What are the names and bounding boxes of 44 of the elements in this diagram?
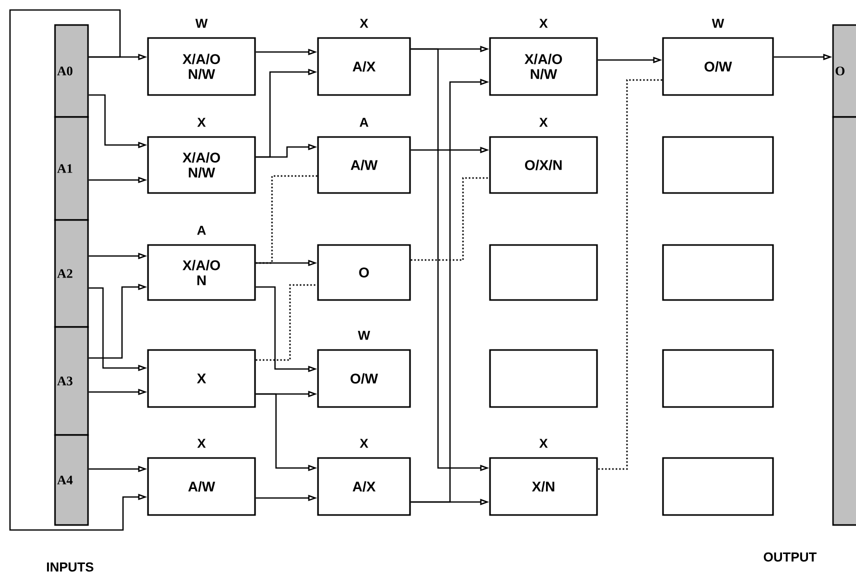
empty-box <box>489 349 598 408</box>
empty-box <box>662 349 774 408</box>
logic-box: A/X <box>317 457 411 516</box>
empty-box <box>662 136 774 194</box>
logic-box: A/W <box>317 136 411 194</box>
box-label: X <box>539 118 548 127</box>
box-label: X <box>539 18 548 28</box>
box-label: X <box>360 18 368 28</box>
dotted-line <box>256 284 318 361</box>
box-label: A <box>360 118 368 127</box>
input-cell: A4 <box>54 434 89 526</box>
empty-box <box>662 244 774 301</box>
box-label: X <box>539 438 548 448</box>
logic-box: X/N <box>489 457 598 516</box>
box-label: W <box>712 18 724 28</box>
caption-label: INPUTS <box>47 562 94 572</box>
box-label: W <box>358 330 370 340</box>
input-cell: A2 <box>54 219 89 328</box>
logic-box: O/X/N <box>489 136 598 194</box>
logic-box: X <box>147 349 256 408</box>
dotted-line <box>410 177 490 261</box>
empty-box <box>489 244 598 301</box>
logic-box: X/A/O N <box>147 244 256 301</box>
logic-box: O <box>317 244 411 301</box>
logic-box: X/A/O N/W <box>489 37 598 96</box>
box-label: X <box>197 118 206 127</box>
dotted-line <box>256 175 318 264</box>
dotted-line <box>598 79 662 470</box>
empty-box <box>662 457 774 516</box>
caption-label: OUTPUT <box>764 552 817 562</box>
logic-box: X/A/O N/W <box>147 136 256 194</box>
logic-box: O/W <box>317 349 411 408</box>
input-cell: A1 <box>54 116 89 221</box>
box-label: W <box>195 18 208 28</box>
box-label: X <box>360 438 368 448</box>
logic-box: O/W <box>662 37 774 96</box>
logic-box: X/A/O N/W <box>147 37 256 96</box>
input-cell: A3 <box>54 326 89 436</box>
logic-box: A/W <box>147 457 256 516</box>
input-cell: A0 <box>54 24 89 118</box>
logic-box: A/X <box>317 37 411 96</box>
box-label: X <box>197 438 206 448</box>
output-cell: O <box>832 24 856 118</box>
box-label: A <box>197 226 206 235</box>
